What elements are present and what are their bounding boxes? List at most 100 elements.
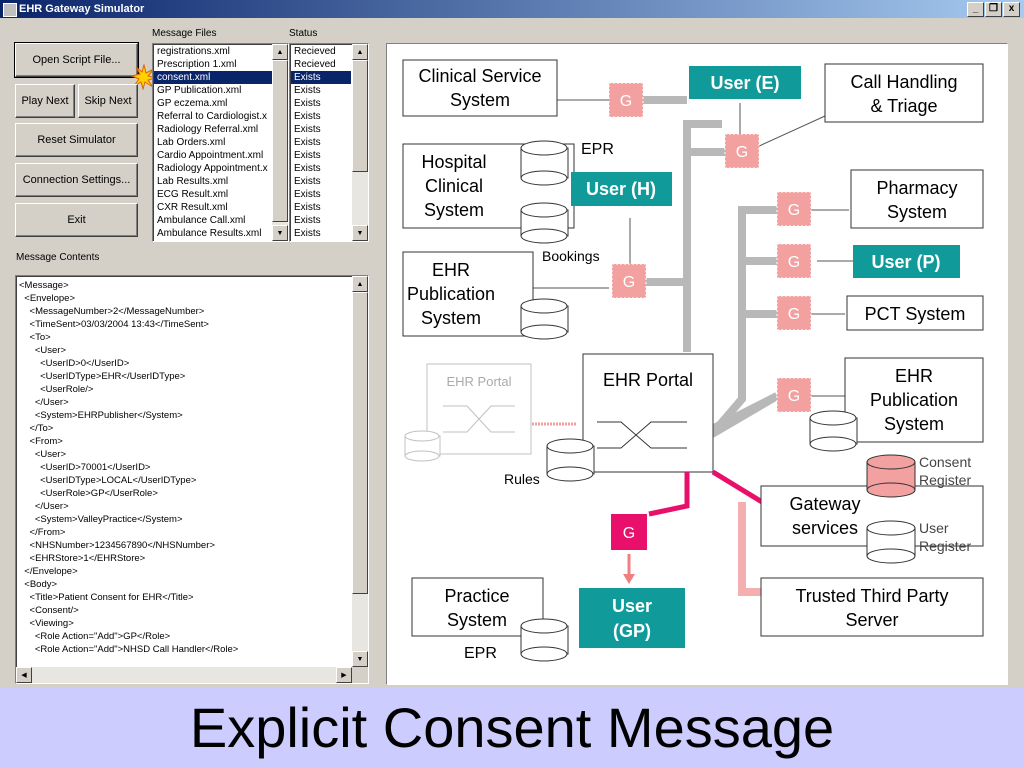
connection-settings-button[interactable]: Connection Settings... [15,163,138,197]
status-item[interactable]: Exists [294,189,321,200]
user-register-database-icon [866,520,916,564]
gateway-node: G [608,82,644,118]
message-file-item[interactable]: GP eczema.xml [157,98,228,109]
active-connector-lines [648,469,764,517]
app-icon[interactable] [3,3,17,17]
open-script-button[interactable]: Open Script File... [14,42,139,78]
scroll-right-arrow-icon[interactable]: ▶ [336,667,352,683]
play-next-button[interactable]: Play Next [15,84,75,118]
consent-register-label: Register [919,472,971,488]
scroll-left-arrow-icon[interactable]: ◀ [16,667,32,683]
scroll-down-arrow-icon[interactable]: ▼ [352,651,368,667]
consent-register-label: Consent [919,454,971,470]
message-file-item[interactable]: Cardio Appointment.xml [157,150,264,161]
status-item[interactable]: Exists [294,176,321,187]
restore-button[interactable]: ❐ [985,2,1002,17]
scroll-down-arrow-icon[interactable]: ▼ [272,225,288,241]
status-item[interactable]: Exists [294,98,321,109]
message-line: <UserID>0</UserID> [19,358,130,369]
status-item[interactable]: Exists [291,71,351,84]
message-line: </To> [19,423,54,434]
scroll-up-arrow-icon[interactable]: ▲ [352,276,368,292]
trusted-third-party-label: Trusted Third Party [795,586,948,606]
scroll-up-arrow-icon[interactable]: ▲ [352,44,368,60]
scroll-thumb[interactable] [272,60,288,222]
pharmacy-box [850,169,984,229]
rules-database-icon [546,438,595,482]
message-line: <Envelope> [19,293,75,304]
scroll-up-arrow-icon[interactable]: ▲ [272,44,288,60]
ehr-publication-right-label: Publication [870,390,958,410]
ehr-publication-left-label: EHR [432,260,470,280]
message-file-item[interactable]: Ambulance Call.xml [157,215,246,226]
call-handling-label: Call Handling [850,72,957,92]
status-item[interactable]: Recieved [294,59,336,70]
user-register-label: User [919,520,949,536]
message-file-item[interactable]: GP Publication.xml [157,85,242,96]
scroll-thumb[interactable] [352,60,368,172]
exit-button[interactable]: Exit [15,203,138,237]
message-line: <System>ValleyPractice</System> [19,514,183,525]
status-item[interactable]: Exists [294,228,321,239]
user-gp-label: User [612,596,652,616]
window-titlebar[interactable]: EHR Gateway Simulator _❐x [0,0,1024,18]
message-file-item[interactable]: Prescription 1.xml [157,59,237,70]
gateway-services-label: services [792,518,858,538]
pct-system-box [846,295,984,331]
consent-register-database-icon [866,454,916,498]
status-item[interactable]: Exists [294,124,321,135]
reset-simulator-button[interactable]: Reset Simulator [15,123,138,157]
message-line: <Title>Patient Consent for EHR</Title> [19,592,194,603]
status-scrollbar[interactable]: ▲ ▼ [352,44,368,241]
status-item[interactable]: Exists [294,202,321,213]
status-item[interactable]: Recieved [294,46,336,57]
message-line: <TimeSent>03/03/2004 13:43</TimeSent> [19,319,209,330]
skip-next-button[interactable]: Skip Next [78,84,138,118]
message-file-item[interactable]: registrations.xml [157,46,230,57]
message-line: <User> [19,345,66,356]
message-line: <UserID>70001</UserID> [19,462,151,473]
message-file-item[interactable]: Ambulance Results.xml [157,228,262,239]
diagram-svg: Clinical Service System Hospital Clinica… [402,59,984,662]
message-file-item[interactable]: Referral to Cardiologist.x [157,111,268,122]
status-item[interactable]: Exists [294,215,321,226]
starburst-icon [131,64,157,90]
message-line: <UserIDType>LOCAL</UserIDType> [19,475,197,486]
message-file-item[interactable]: Lab Results.xml [157,176,229,187]
message-vscrollbar[interactable]: ▲ ▼ [352,276,368,667]
message-line: <Role Action="Add">GP</Role> [19,631,171,642]
status-item[interactable]: Exists [294,150,321,161]
status-label: Status [289,28,318,39]
status-item[interactable]: Exists [294,111,321,122]
status-item[interactable]: Exists [294,137,321,148]
gateway-node-active: G [611,514,647,550]
gateway-label: G [623,274,635,291]
files-scrollbar[interactable]: ▲ ▼ [272,44,288,241]
user-h-label: User (H) [586,179,656,199]
scroll-corner [352,667,368,683]
message-file-item[interactable]: Lab Orders.xml [157,137,226,148]
message-line: <UserRole/> [19,384,94,395]
gateway-node: G [776,191,812,227]
status-item[interactable]: Exists [294,85,321,96]
message-hscrollbar[interactable]: ◀ ▶ [16,667,352,683]
message-file-item[interactable]: CXR Result.xml [157,202,228,213]
message-file-item[interactable]: consent.xml [154,71,273,84]
message-file-item[interactable]: Radiology Appointment.x [157,163,268,174]
minimize-button[interactable]: _ [967,2,984,17]
ehr-publication-right-database-icon [809,410,858,452]
bookings-database-icon [520,202,569,244]
message-file-item[interactable]: Radiology Referral.xml [157,124,259,135]
message-contents-textbox[interactable]: <Message> <Envelope> <MessageNumber>2</M… [15,275,369,684]
ehr-portal-box [582,353,714,473]
scroll-thumb[interactable] [352,292,368,594]
practice-system-label: Practice [444,586,509,606]
user-e-label: User (E) [710,73,779,93]
status-item[interactable]: Exists [294,163,321,174]
hospital-label: Hospital [421,152,486,172]
message-file-item[interactable]: ECG Result.xml [157,189,229,200]
scroll-down-arrow-icon[interactable]: ▼ [352,225,368,241]
close-button[interactable]: x [1003,2,1020,17]
